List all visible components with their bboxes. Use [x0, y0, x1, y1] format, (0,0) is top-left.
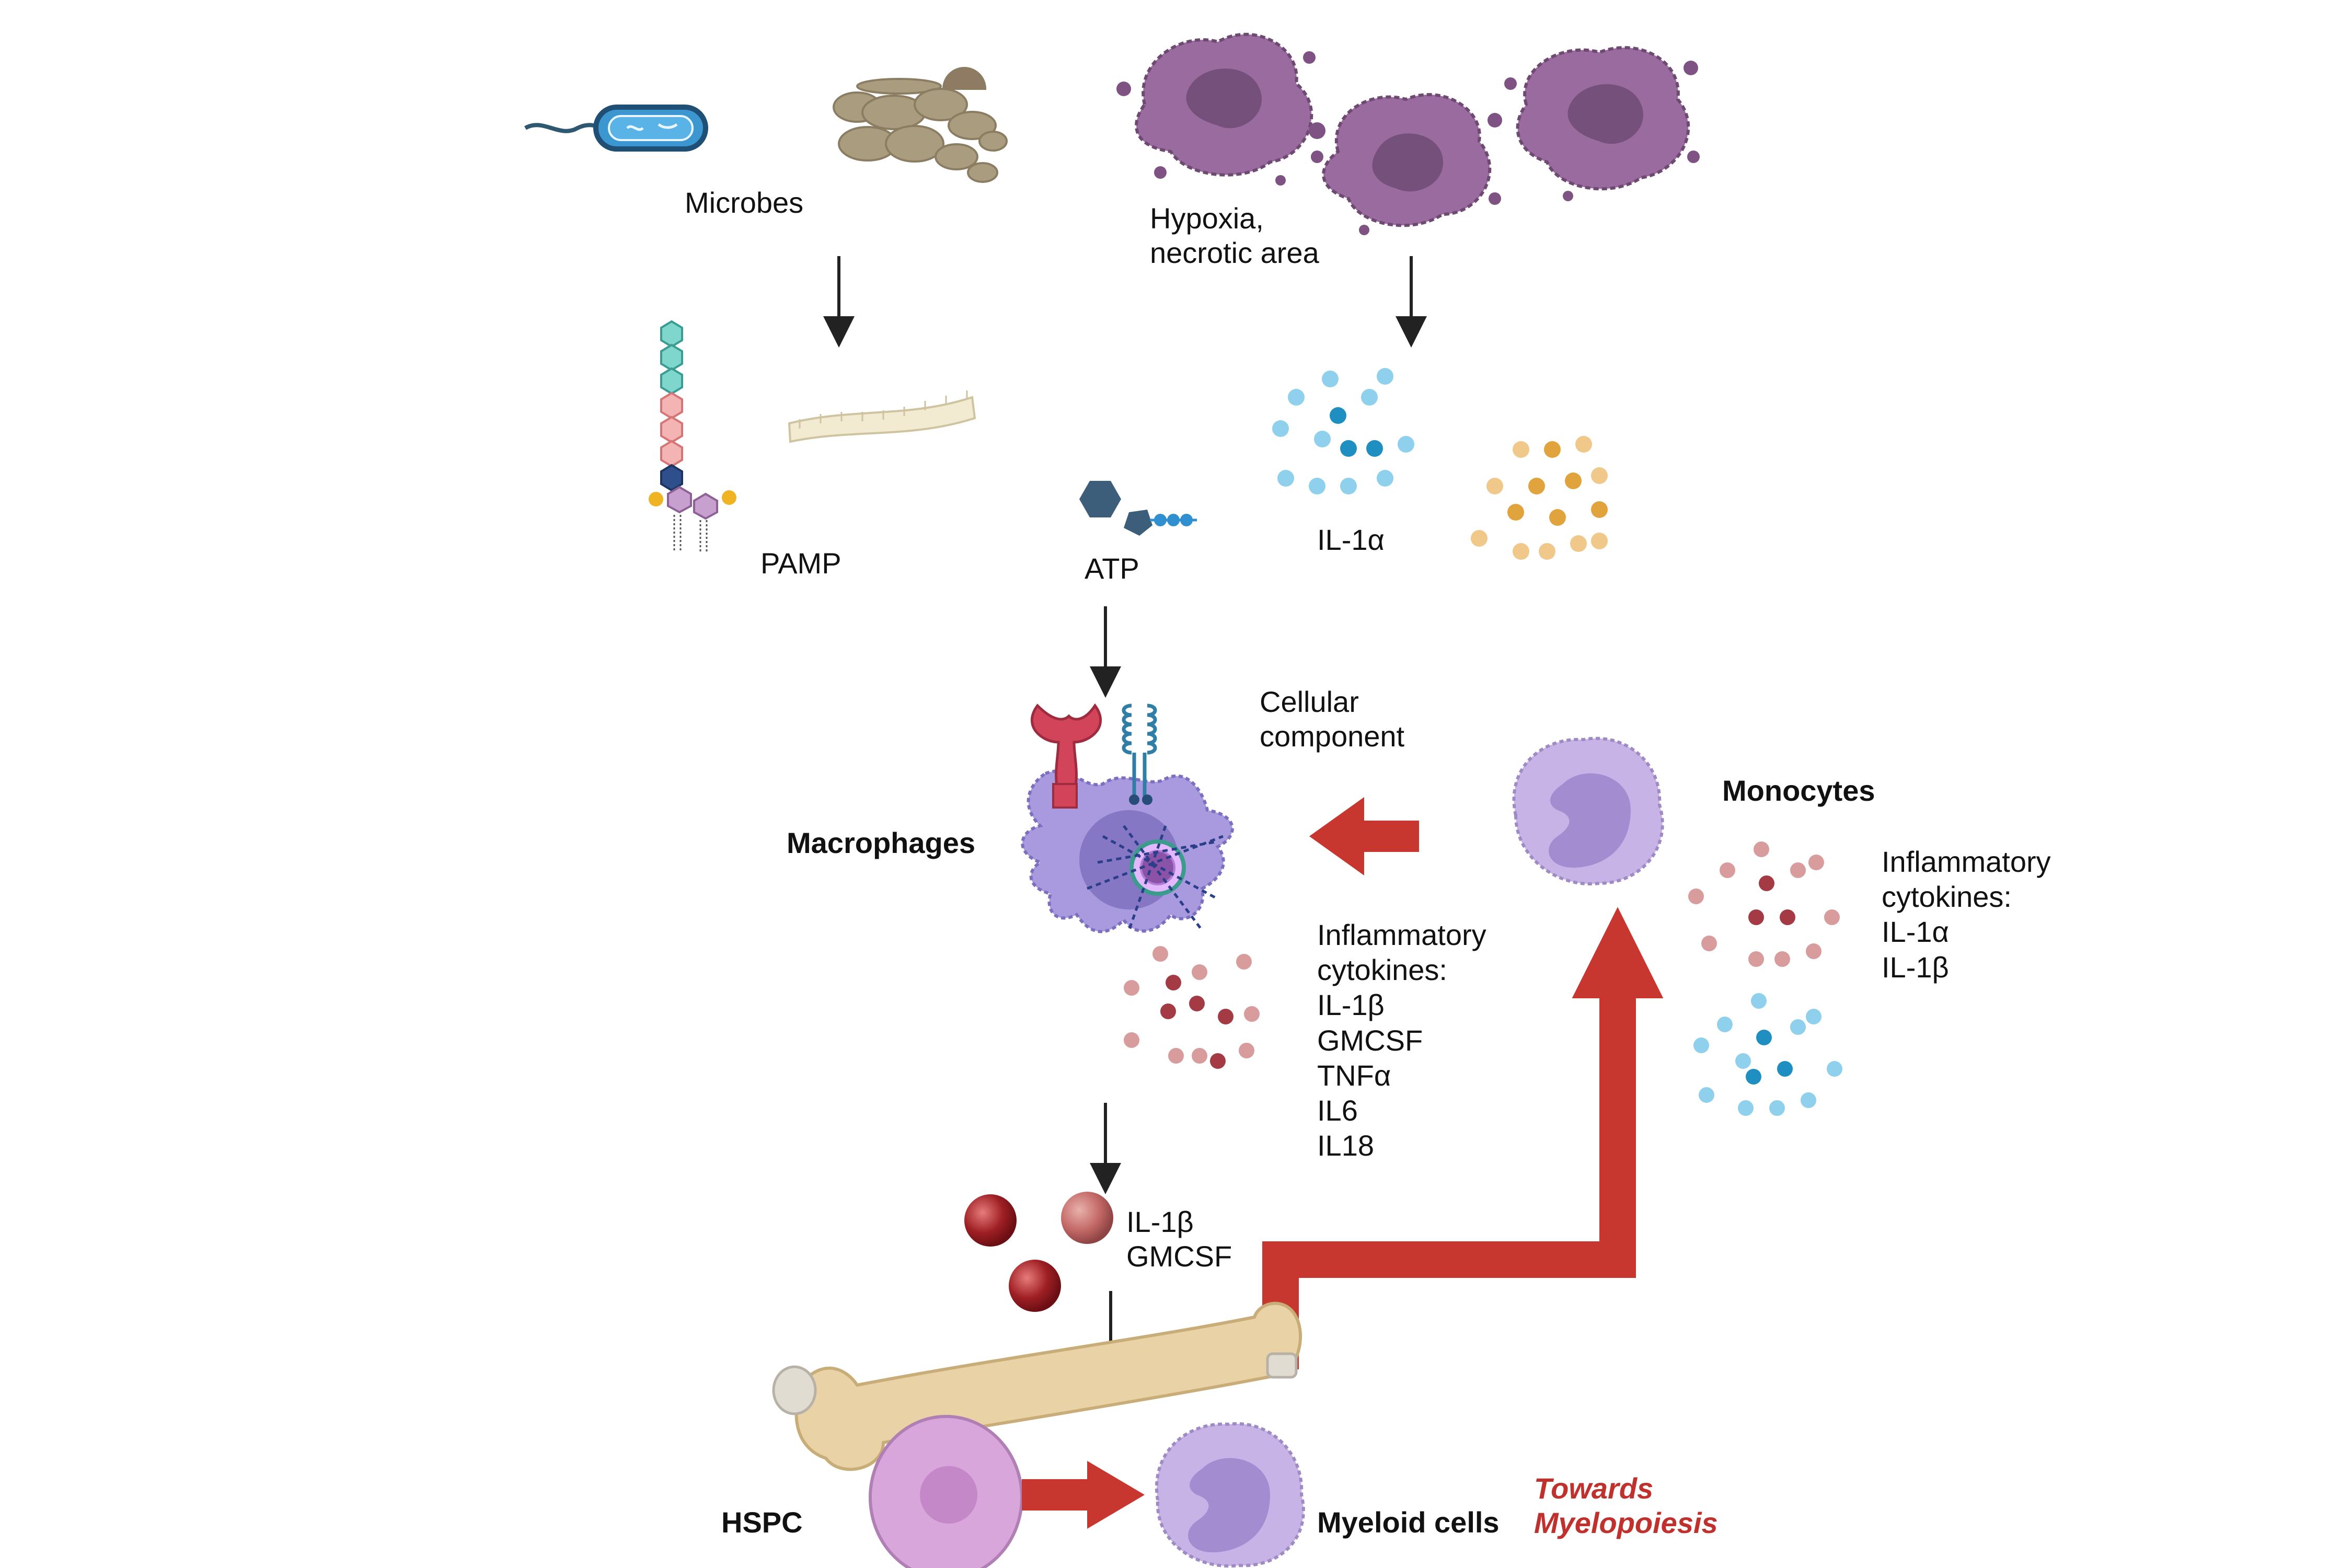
- hspc-cell-icon: [869, 1415, 1023, 1568]
- label-monocytes: Monocytes: [1722, 774, 1875, 807]
- il1a-particles: [1272, 368, 1414, 494]
- red-arrow-to-macrophages: [1309, 797, 1419, 875]
- label-towards-myelopoiesis: Towards Myelopoiesis: [1534, 1471, 1718, 1540]
- monocyte-il1a-particles: [1693, 993, 1842, 1116]
- macrophage-cytokine-particles: [1124, 946, 1260, 1069]
- lps-molecule-icon: [649, 320, 736, 551]
- label-towards-line1: Towards: [1534, 1472, 1654, 1505]
- label-il1b-gmcsf: IL-1β GMCSF: [1126, 1205, 1232, 1274]
- macrophage-cell-icon: [1021, 769, 1234, 933]
- macrophage-cytokine-list: Inflammatory cytokines: IL-1β GMCSF TNFα…: [1317, 917, 1486, 1163]
- cytokine-item: GMCSF: [1317, 1023, 1423, 1057]
- cytokine-item: IL-1β: [1882, 950, 1949, 984]
- monocyte-cytokine-title2: cytokines:: [1882, 880, 2012, 914]
- receptor-icon: [1030, 703, 1102, 809]
- label-hypoxia-line1: Hypoxia,: [1150, 202, 1264, 235]
- cytokine-item: TNFα: [1317, 1058, 1391, 1092]
- label-towards-line2: Myelopoiesis: [1534, 1506, 1718, 1540]
- monocyte-cytokine-particles: [1688, 841, 1840, 967]
- macrophage-cytokine-title2: cytokines:: [1317, 953, 1447, 987]
- label-cellular-line2: component: [1260, 720, 1405, 753]
- monocyte-cytokine-list: Inflammatory cytokines: IL-1α IL-1β: [1882, 844, 2051, 985]
- label-hypoxia: Hypoxia, necrotic area: [1150, 201, 1319, 270]
- tlr-receptor-icon: [1122, 704, 1157, 805]
- red-arrow-to-myeloid: [1022, 1461, 1145, 1529]
- cytokine-item: IL-1β: [1317, 988, 1385, 1022]
- myeloid-cell-icon: [1155, 1422, 1305, 1568]
- monocyte-cytokine-title1: Inflammatory: [1882, 845, 2051, 878]
- label-macrophages: Macrophages: [787, 826, 975, 859]
- necrotic-cell-icon: [1504, 46, 1700, 201]
- label-microbes: Microbes: [685, 186, 804, 219]
- fungus-icon: [833, 67, 1008, 183]
- label-pamp: PAMP: [760, 547, 841, 580]
- label-cellular-line1: Cellular: [1260, 685, 1359, 718]
- cytokine-item: IL18: [1317, 1129, 1374, 1162]
- label-hspc: HSPC: [721, 1506, 803, 1539]
- bacterium-icon: [524, 105, 708, 152]
- cytokine-item: IL-1α: [1882, 915, 1949, 949]
- macrophage-cytokine-title1: Inflammatory: [1317, 918, 1486, 951]
- atp-molecule-icon: [1079, 481, 1197, 536]
- label-il1b: IL-1β: [1126, 1205, 1194, 1238]
- label-hypoxia-line2: necrotic area: [1150, 236, 1319, 270]
- cytokine-item: IL6: [1317, 1093, 1358, 1127]
- red-arrow-to-monocytes: [1262, 907, 1664, 1369]
- label-atp: ATP: [1085, 552, 1139, 585]
- monocyte-cell-icon: [1512, 736, 1664, 886]
- peptidoglycan-icon: [788, 390, 976, 443]
- label-cellular-component: Cellular component: [1260, 685, 1404, 754]
- label-gmcsf: GMCSF: [1126, 1240, 1232, 1273]
- label-il1a: IL-1α: [1317, 523, 1385, 556]
- il1b-gmcsf-molecules: [964, 1192, 1113, 1312]
- label-myeloid-cells: Myeloid cells: [1317, 1506, 1500, 1539]
- necrotic-cell-icon: [1311, 93, 1502, 235]
- cytokine-particles-orange: [1471, 436, 1608, 560]
- necrotic-cell-icon: [1116, 32, 1325, 186]
